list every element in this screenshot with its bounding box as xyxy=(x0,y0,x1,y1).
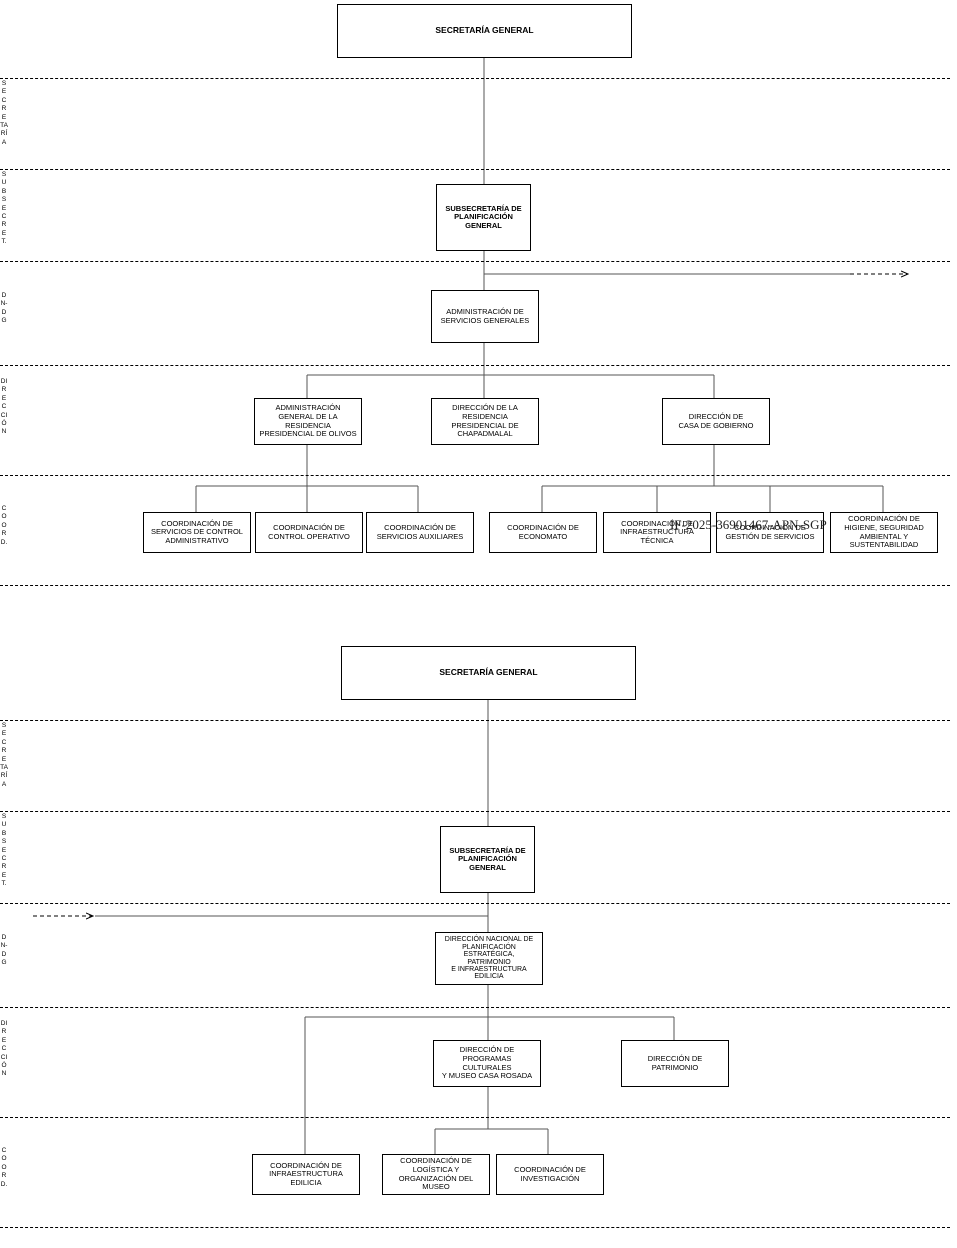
level-label-secretaria: SECRETARÍA xyxy=(0,722,8,788)
level-separator xyxy=(0,78,950,79)
direccion-nacional-planificacion-box: DIRECCIÓN NACIONAL DE PLANIFICACIÓN ESTR… xyxy=(435,932,543,985)
level-separator xyxy=(0,169,950,170)
administracion-servicios-box: ADMINISTRACIÓN DE SERVICIOS GENERALES xyxy=(431,290,539,343)
subsecretaria-planificacion-box: SUBSECRETARÍA DE PLANIFICACIÓN GENERAL xyxy=(440,826,535,893)
coordinacion-logistica-museo-box: COORDINACIÓN DE LOGÍSTICA Y ORGANIZACIÓN… xyxy=(382,1154,490,1195)
secretaria-general-box: SECRETARÍA GENERAL xyxy=(337,4,632,58)
coordinacion-investigacion-box: COORDINACIÓN DE INVESTIGACIÓN xyxy=(496,1154,604,1195)
level-separator xyxy=(0,261,950,262)
level-separator xyxy=(0,903,950,904)
direccion-patrimonio-box: DIRECCIÓN DE PATRIMONIO xyxy=(621,1040,729,1087)
level-label-dndg: DN-DG xyxy=(0,934,8,967)
coordinacion-servicios-auxiliares-box: COORDINACIÓN DE SERVICIOS AUXILIARES xyxy=(366,512,474,553)
secretaria-general-box: SECRETARÍA GENERAL xyxy=(341,646,636,700)
coordinacion-control-operativo-box: COORDINACIÓN DE CONTROL OPERATIVO xyxy=(255,512,363,553)
level-label-subsecret: SUBSECRET. xyxy=(1,171,7,246)
level-label-secretaria: SECRETARÍA xyxy=(0,80,8,146)
level-label-direccion: DIRECCIÓN xyxy=(0,1020,8,1078)
administracion-olivos-box: ADMINISTRACIÓN GENERAL DE LA RESIDENCIA … xyxy=(254,398,362,445)
coordinacion-gestion-servicios-box: COORDINACIÓN DE GESTIÓN DE SERVICIOS xyxy=(716,512,824,553)
coordinacion-control-administrativo-box: COORDINACIÓN DE SERVICIOS DE CONTROL ADM… xyxy=(143,512,251,553)
coordinacion-economato-box: COORDINACIÓN DE ECONOMATO xyxy=(489,512,597,553)
level-separator xyxy=(0,1007,950,1008)
direccion-programas-culturales-box: DIRECCIÓN DE PROGRAMAS CULTURALES Y MUSE… xyxy=(433,1040,541,1087)
level-label-direccion: DIRECCIÓN xyxy=(0,378,8,436)
level-label-coord: COORD. xyxy=(0,1147,8,1188)
subsecretaria-planificacion-box: SUBSECRETARÍA DE PLANIFICACIÓN GENERAL xyxy=(436,184,531,251)
coordinacion-infraestructura-edilicia-box: COORDINACIÓN DE INFRAESTRUCTURA EDILICIA xyxy=(252,1154,360,1195)
level-separator xyxy=(0,1117,950,1118)
level-label-subsecret: SUBSECRET. xyxy=(1,813,7,888)
direccion-casa-gobierno-box: DIRECCIÓN DE CASA DE GOBIERNO xyxy=(662,398,770,445)
coordinacion-infraestructura-tecnica-box: COORDINACIÓN DE INFRAESTRUCTURA TÉCNICA xyxy=(603,512,711,553)
level-separator xyxy=(0,1227,950,1228)
level-label-coord: COORD. xyxy=(0,505,8,546)
level-separator xyxy=(0,365,950,366)
coordinacion-higiene-box: COORDINACIÓN DE HIGIENE, SEGURIDAD AMBIE… xyxy=(830,512,938,553)
level-separator xyxy=(0,475,950,476)
level-label-dndg: DN-DG xyxy=(0,292,8,325)
level-separator xyxy=(0,585,950,586)
level-separator xyxy=(0,720,950,721)
level-separator xyxy=(0,811,950,812)
direccion-chapadmalal-box: DIRECCIÓN DE LA RESIDENCIA PRESIDENCIAL … xyxy=(431,398,539,445)
document-stamp: IF-2025-36901467-APN-SGP xyxy=(670,517,827,532)
